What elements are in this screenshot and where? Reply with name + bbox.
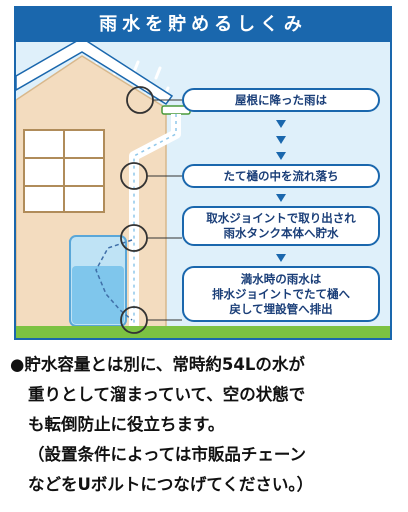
arrow-down-icon — [276, 120, 286, 128]
arrow-down-icon — [276, 194, 286, 202]
window — [23, 129, 105, 213]
arrow-down-icon — [276, 152, 286, 160]
step-downspout: たて樋の中を流れ落ち — [182, 164, 380, 188]
step-overflow-drain: 満水時の雨水は 排水ジョイントでたて樋へ 戻して埋設管へ排出 — [182, 266, 380, 322]
tank-water — [72, 266, 124, 324]
ground — [16, 326, 390, 338]
water-flow-path — [95, 239, 133, 321]
note-line: などをUボルトにつなげてください。） — [28, 475, 314, 494]
note-line: も転倒防止に役立ちます。 — [28, 415, 225, 434]
arrow-down-icon — [276, 254, 286, 262]
note-line: （設置条件によっては市販品チェーン — [28, 445, 307, 464]
house-scene — [16, 37, 390, 338]
step-intake-joint: 取水ジョイントで取り出され 雨水タンク本体へ貯水 — [182, 206, 380, 246]
bullet-icon: ● — [10, 355, 25, 374]
step-roof-rain: 屋根に降った雨は — [182, 88, 380, 112]
downspout-flow — [133, 114, 177, 338]
usage-note: ●貯水容量とは別に、常時約54Lの水が 重りとして溜まっていて、空の状態で も転… — [10, 350, 400, 500]
note-line: 重りとして溜まっていて、空の状態で — [28, 385, 306, 404]
diagram-frame: 雨水を貯めるしくみ 屋根に降った雨は たて樋の中を流れ落ち 取水ジョイントで取り… — [14, 6, 392, 340]
note-line: ●貯水容量とは別に、常時約54Lの水が — [10, 355, 305, 374]
arrow-down-icon — [276, 136, 286, 144]
diagram-title: 雨水を貯めるしくみ — [16, 8, 390, 42]
leader-lines — [147, 99, 182, 321]
